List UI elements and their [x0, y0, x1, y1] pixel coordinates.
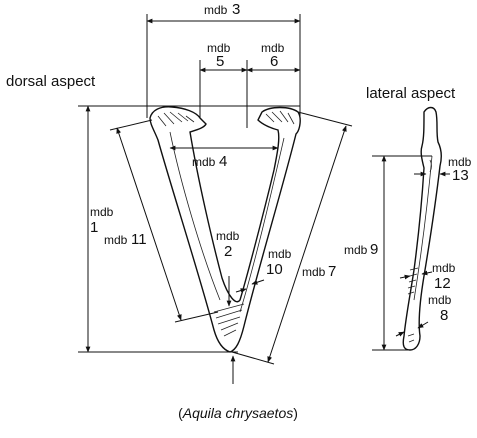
lateral-tip-mark — [407, 333, 415, 343]
mdb4-number: 4 — [219, 153, 227, 170]
mdb5-abbr: mdb — [207, 41, 231, 55]
caption-species-name: Aquila chrysaetos — [182, 405, 294, 421]
species-caption: (Aquila chrysaetos) — [178, 405, 298, 421]
mdb12-abbr: mdb — [432, 261, 456, 275]
measurement-mdb3: mdb 3 — [204, 1, 240, 18]
mdb7-abbr: mdb — [302, 265, 326, 279]
measurement-mdb11: mdb 11 — [104, 231, 147, 248]
lateral-shading — [407, 267, 419, 295]
mdb8-abbr: mdb — [428, 293, 452, 307]
lateral-foramen — [429, 159, 432, 173]
mdb13-abbr: mdb — [448, 155, 472, 169]
mdb3-abbr: mdb — [204, 3, 228, 17]
measurement-mdb12: mdb 12 — [432, 261, 456, 292]
mdb1-number: 1 — [90, 219, 98, 236]
mdb1-abbr: mdb — [90, 205, 114, 219]
mdb2-number: 2 — [224, 243, 232, 260]
lateral-mandible-drawing — [402, 106, 443, 351]
lateral-mandible-outline — [402, 106, 443, 351]
caption-open-paren: ( — [178, 405, 183, 421]
dorsal-right-articular-shading — [265, 110, 295, 125]
mdb9-abbr: mdb — [344, 243, 368, 257]
mdb10-number: 10 — [266, 261, 283, 278]
lateral-dimension-lines — [372, 155, 450, 351]
measurement-mdb10: mdb 10 — [266, 247, 292, 278]
dorsal-mandible-outline — [149, 106, 301, 353]
measurement-mdb2: mdb 2 — [216, 229, 240, 260]
measurement-mdb1: mdb 1 — [90, 205, 114, 236]
dorsal-dimension-lines — [78, 14, 353, 384]
mdb11-number: 11 — [131, 231, 147, 248]
mdb6-abbr: mdb — [261, 41, 285, 55]
measurement-mdb5: mdb 5 — [207, 41, 231, 70]
mdb5-number: 5 — [216, 53, 224, 70]
lateral-aspect-label: lateral aspect — [366, 85, 456, 102]
mdb6-number: 6 — [270, 53, 278, 70]
measurement-mdb4: mdb 4 — [192, 153, 227, 170]
mdb13-number: 13 — [452, 167, 469, 184]
measurement-mdb9: mdb 9 — [344, 241, 378, 258]
mdb11-abbr: mdb — [104, 233, 128, 247]
mdb9-number: 9 — [370, 241, 378, 258]
dorsal-symphysis-shading — [213, 303, 245, 337]
measurement-mdb6: mdb 6 — [261, 41, 285, 70]
dorsal-left-articular-shading — [157, 111, 195, 127]
measurement-mdb8: mdb 8 — [428, 293, 452, 324]
mdb7-number: 7 — [328, 263, 336, 280]
measurement-mdb7: mdb 7 — [302, 263, 336, 280]
mdb10-abbr: mdb — [268, 247, 292, 261]
mdb12-number: 12 — [434, 275, 451, 292]
dorsal-aspect-label: dorsal aspect — [6, 73, 96, 90]
measurement-mdb13: mdb 13 — [448, 155, 472, 184]
caption-close-paren: ) — [293, 405, 298, 421]
mdb4-abbr: mdb — [192, 155, 216, 169]
mdb8-number: 8 — [440, 307, 448, 324]
mdb2-abbr: mdb — [216, 229, 240, 243]
mdb3-number: 3 — [232, 1, 240, 18]
